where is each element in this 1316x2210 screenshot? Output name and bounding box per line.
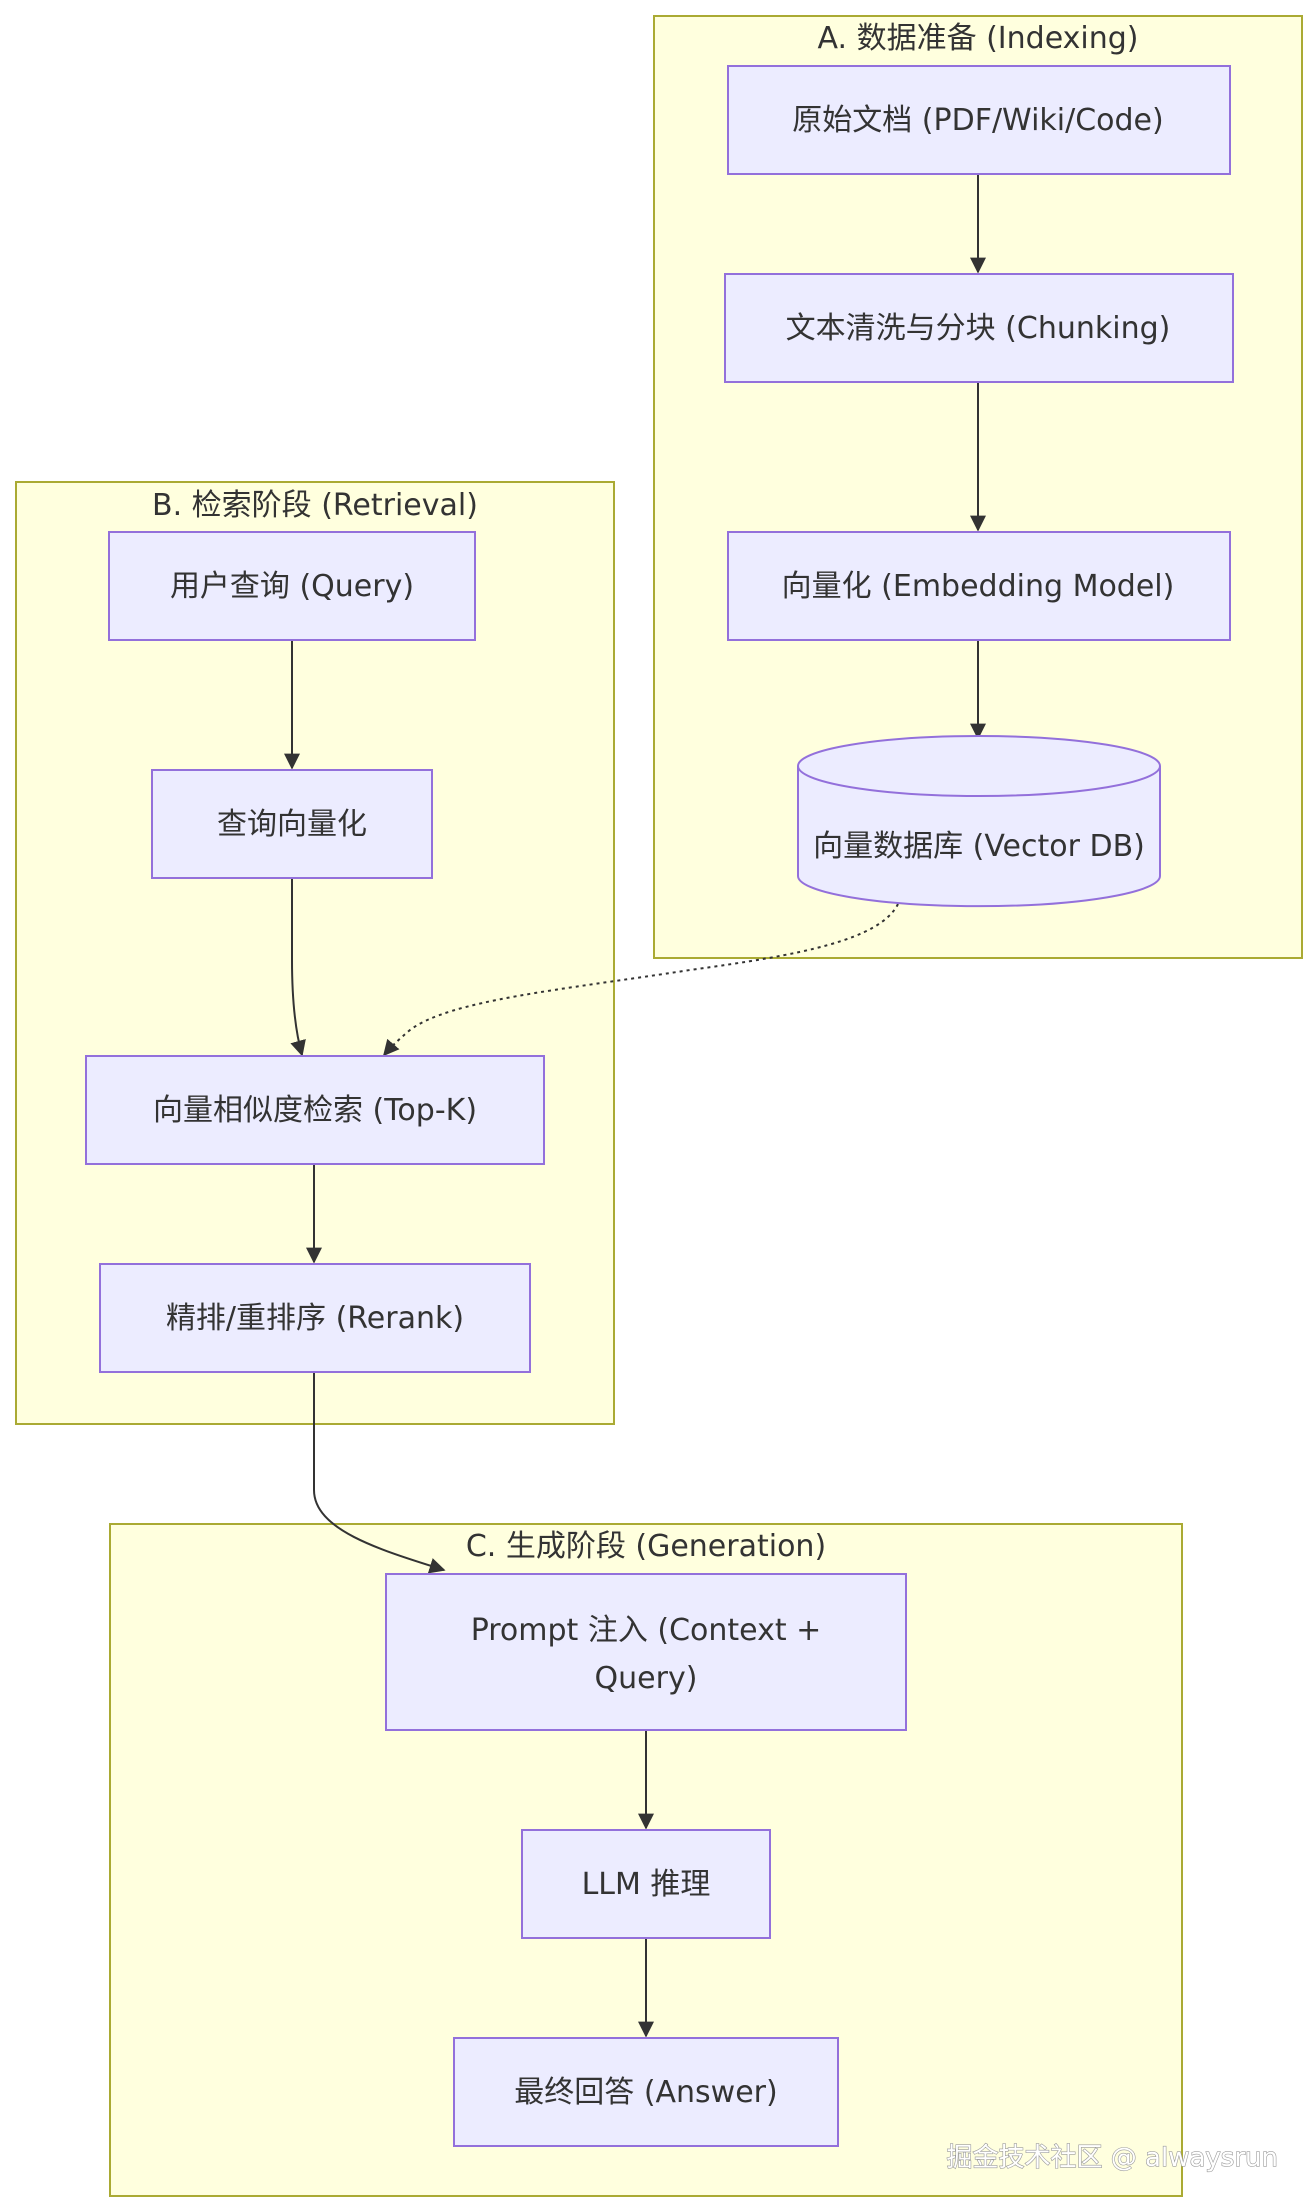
node-answer[interactable]: 最终回答 (Answer) bbox=[453, 2037, 839, 2147]
node-answer-label: 最终回答 (Answer) bbox=[514, 2075, 777, 2110]
node-rerank-label: 精排/重排序 (Rerank) bbox=[166, 1301, 464, 1336]
watermark-text: 掘金技术社区 @ alwaysrun bbox=[947, 2143, 1278, 2173]
node-query-embed[interactable]: 查询向量化 bbox=[151, 769, 433, 879]
node-similarity-search[interactable]: 向量相似度检索 (Top-K) bbox=[85, 1055, 545, 1165]
node-embedding-label: 向量化 (Embedding Model) bbox=[782, 569, 1175, 604]
node-raw-docs[interactable]: 原始文档 (PDF/Wiki/Code) bbox=[727, 65, 1231, 175]
node-vector-db-label: 向量数据库 (Vector DB) bbox=[813, 829, 1145, 864]
node-prompt-label-line2: Query) bbox=[595, 1661, 698, 1696]
node-user-query-label: 用户查询 (Query) bbox=[170, 569, 414, 604]
node-prompt[interactable]: Prompt 注入 (Context + Query) bbox=[385, 1573, 907, 1731]
node-chunking[interactable]: 文本清洗与分块 (Chunking) bbox=[724, 273, 1234, 383]
edge-query-embed-to-similarity-search bbox=[290, 878, 306, 1057]
node-embedding[interactable]: 向量化 (Embedding Model) bbox=[727, 531, 1231, 641]
node-rerank[interactable]: 精排/重排序 (Rerank) bbox=[99, 1263, 531, 1373]
edges bbox=[284, 174, 986, 2038]
cluster-generation-title: C. 生成阶段 (Generation) bbox=[466, 1529, 826, 1564]
database-cylinder-icon bbox=[797, 766, 1161, 908]
edge-rerank-to-prompt bbox=[313, 1372, 446, 1574]
cluster-indexing-title: A. 数据准备 (Indexing) bbox=[818, 21, 1139, 56]
node-user-query[interactable]: 用户查询 (Query) bbox=[108, 531, 476, 641]
node-vector-db[interactable]: 向量数据库 (Vector DB) bbox=[797, 735, 1161, 908]
cluster-retrieval-title: B. 检索阶段 (Retrieval) bbox=[152, 488, 478, 523]
node-prompt-label-line1: Prompt 注入 (Context + bbox=[471, 1613, 822, 1648]
node-llm-label: LLM 推理 bbox=[582, 1867, 711, 1902]
node-chunking-label: 文本清洗与分块 (Chunking) bbox=[786, 311, 1171, 346]
node-llm[interactable]: LLM 推理 bbox=[521, 1829, 771, 1939]
node-query-embed-label: 查询向量化 bbox=[217, 807, 367, 842]
node-similarity-search-label: 向量相似度检索 (Top-K) bbox=[153, 1093, 477, 1128]
node-raw-docs-label: 原始文档 (PDF/Wiki/Code) bbox=[792, 103, 1163, 138]
